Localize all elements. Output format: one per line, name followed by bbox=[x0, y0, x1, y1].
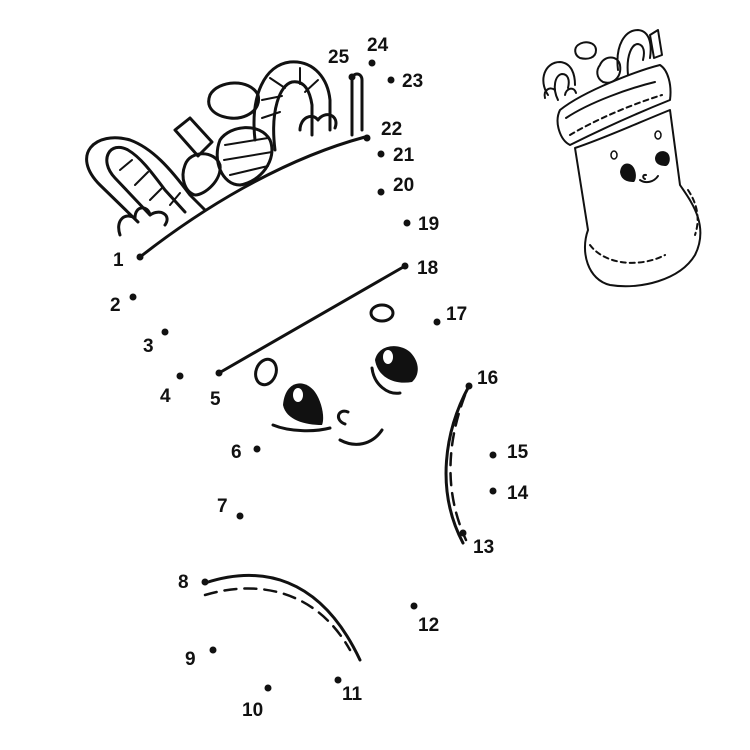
dot-25[interactable] bbox=[348, 73, 356, 81]
christmas-stocking-icon bbox=[542, 29, 702, 288]
dot-15[interactable] bbox=[489, 451, 497, 459]
dot-5[interactable] bbox=[215, 369, 223, 377]
dot-label-15: 15 bbox=[507, 442, 529, 463]
dot-label-25: 25 bbox=[328, 47, 350, 68]
dot-label-13: 13 bbox=[473, 537, 494, 558]
dot-4[interactable] bbox=[176, 372, 184, 380]
dot-13[interactable] bbox=[459, 529, 467, 537]
dot-9[interactable] bbox=[209, 646, 217, 654]
dot-label-8: 8 bbox=[178, 572, 189, 593]
dot-label-5: 5 bbox=[210, 389, 221, 410]
dot-19[interactable] bbox=[403, 219, 411, 227]
dot-label-16: 16 bbox=[477, 368, 498, 389]
dot-10[interactable] bbox=[264, 684, 272, 692]
dot-18[interactable] bbox=[401, 262, 409, 270]
dot-label-22: 22 bbox=[381, 119, 402, 140]
dot-label-6: 6 bbox=[231, 442, 242, 463]
dot-label-7: 7 bbox=[217, 496, 228, 517]
dot-label-4: 4 bbox=[160, 386, 171, 407]
dot-label-24: 24 bbox=[367, 35, 389, 56]
dot-20[interactable] bbox=[377, 188, 385, 196]
dot-label-14: 14 bbox=[507, 483, 529, 504]
dot-label-11: 11 bbox=[342, 684, 363, 705]
stocking-face bbox=[203, 264, 471, 662]
dot-label-9: 9 bbox=[185, 649, 196, 670]
dot-24[interactable] bbox=[368, 59, 376, 67]
dot-12[interactable] bbox=[410, 602, 418, 610]
dot-17[interactable] bbox=[433, 318, 441, 326]
dot-labels: 1 2 3 4 5 6 7 8 9 10 11 12 13 14 15 16 1… bbox=[110, 35, 529, 721]
dot-21[interactable] bbox=[377, 150, 385, 158]
dot-label-12: 12 bbox=[418, 615, 439, 636]
dot-label-23: 23 bbox=[402, 71, 423, 92]
dot-label-10: 10 bbox=[242, 700, 263, 721]
dots-layer bbox=[129, 59, 497, 692]
dot-label-2: 2 bbox=[110, 295, 121, 316]
dot-6[interactable] bbox=[253, 445, 261, 453]
dot-label-1: 1 bbox=[113, 250, 124, 271]
dot-label-21: 21 bbox=[393, 145, 415, 166]
dot-2[interactable] bbox=[129, 293, 137, 301]
dot-7[interactable] bbox=[236, 512, 244, 520]
dot-22[interactable] bbox=[363, 134, 371, 142]
dot-label-19: 19 bbox=[418, 214, 439, 235]
dot-16[interactable] bbox=[465, 382, 473, 390]
candy-pile-icon bbox=[85, 60, 367, 259]
dot-8[interactable] bbox=[201, 578, 209, 586]
dot-1[interactable] bbox=[136, 253, 144, 261]
dot-14[interactable] bbox=[489, 487, 497, 495]
dot-23[interactable] bbox=[387, 76, 395, 84]
dot-label-17: 17 bbox=[446, 304, 467, 325]
dot-label-20: 20 bbox=[393, 175, 414, 196]
dot-label-3: 3 bbox=[143, 336, 154, 357]
dot-label-18: 18 bbox=[417, 258, 438, 279]
dot-3[interactable] bbox=[161, 328, 169, 336]
dot-11[interactable] bbox=[334, 676, 342, 684]
